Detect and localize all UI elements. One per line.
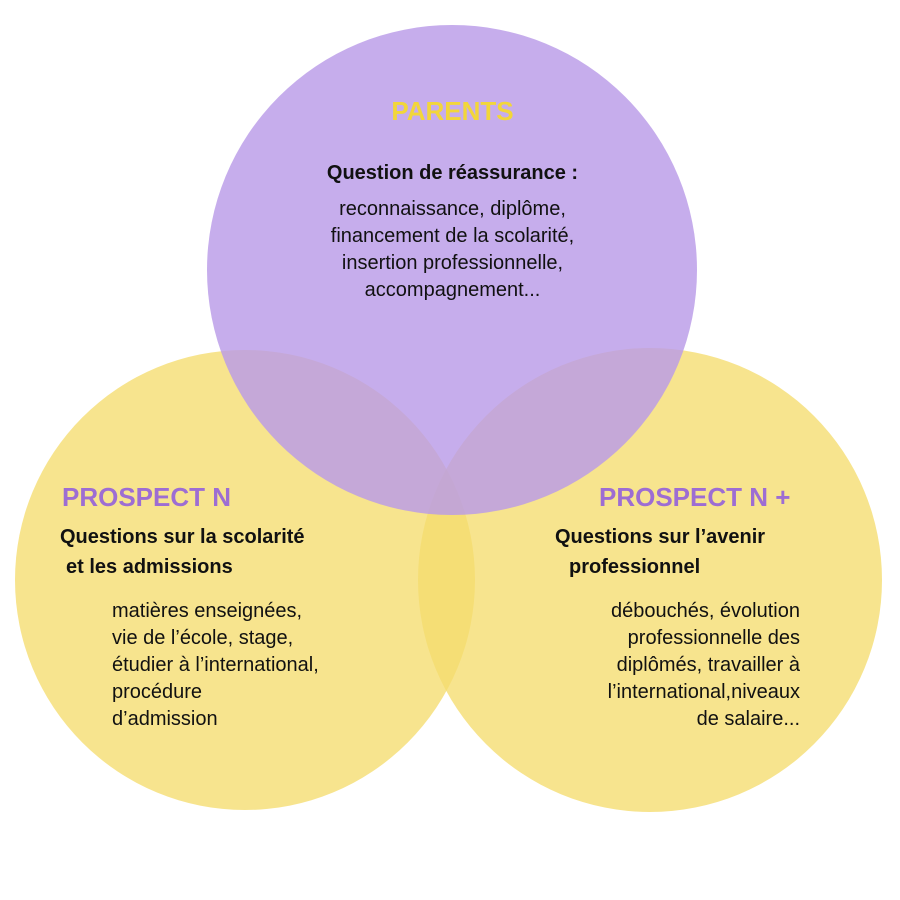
prospect-n-plus-line: débouchés, évolution — [610, 600, 800, 622]
prospect-n-plus-line: de salaire... — [696, 708, 800, 730]
prospect-n-line: d’admission — [112, 708, 218, 730]
parents-subtitle: Question de réassurance : — [326, 162, 579, 184]
prospect-n-subtitle-line: Questions sur la scolarité — [60, 526, 305, 548]
prospect-n-line: matières enseignées, — [112, 600, 303, 622]
prospect-n-plus-line: diplômés, travailler à — [616, 654, 800, 676]
parents-title: PARENTS — [391, 96, 514, 126]
prospect-n-plus-subtitle-line: Questions sur l’avenir — [555, 526, 766, 548]
prospect-n-title: PROSPECT N — [62, 482, 232, 512]
parents-line: financement de la scolarité, — [330, 225, 575, 247]
prospect-n-plus-line: l’international,niveaux — [607, 681, 800, 703]
prospect-n-plus-line: professionnelle des — [627, 627, 800, 649]
prospect-n-text: matières enseignées, vie de l’école, sta… — [112, 598, 319, 733]
prospect-n-subtitle-line: et les admissions — [66, 556, 233, 578]
prospect-n-subtitle: Questions sur la scolarité et les admiss… — [60, 522, 305, 582]
prospect-n-plus-title: PROSPECT N + — [599, 482, 791, 512]
prospect-n-plus-subtitle-line: professionnel — [569, 556, 701, 578]
parents-line: insertion professionnelle, — [341, 252, 564, 274]
parents-text: reconnaissance, diplôme, financement de … — [0, 196, 900, 304]
circle-parents — [207, 25, 697, 515]
parents-line: reconnaissance, diplôme, — [339, 198, 566, 220]
prospect-n-plus-text: débouchés, évolution professionnelle des… — [520, 598, 800, 733]
prospect-n-plus-subtitle: Questions sur l’avenir professionnel — [555, 522, 765, 582]
prospect-n-line: étudier à l’international, — [112, 654, 319, 676]
prospect-n-line: procédure — [112, 681, 203, 703]
parents-line: accompagnement... — [364, 279, 541, 301]
prospect-n-line: vie de l’école, stage, — [112, 627, 294, 649]
